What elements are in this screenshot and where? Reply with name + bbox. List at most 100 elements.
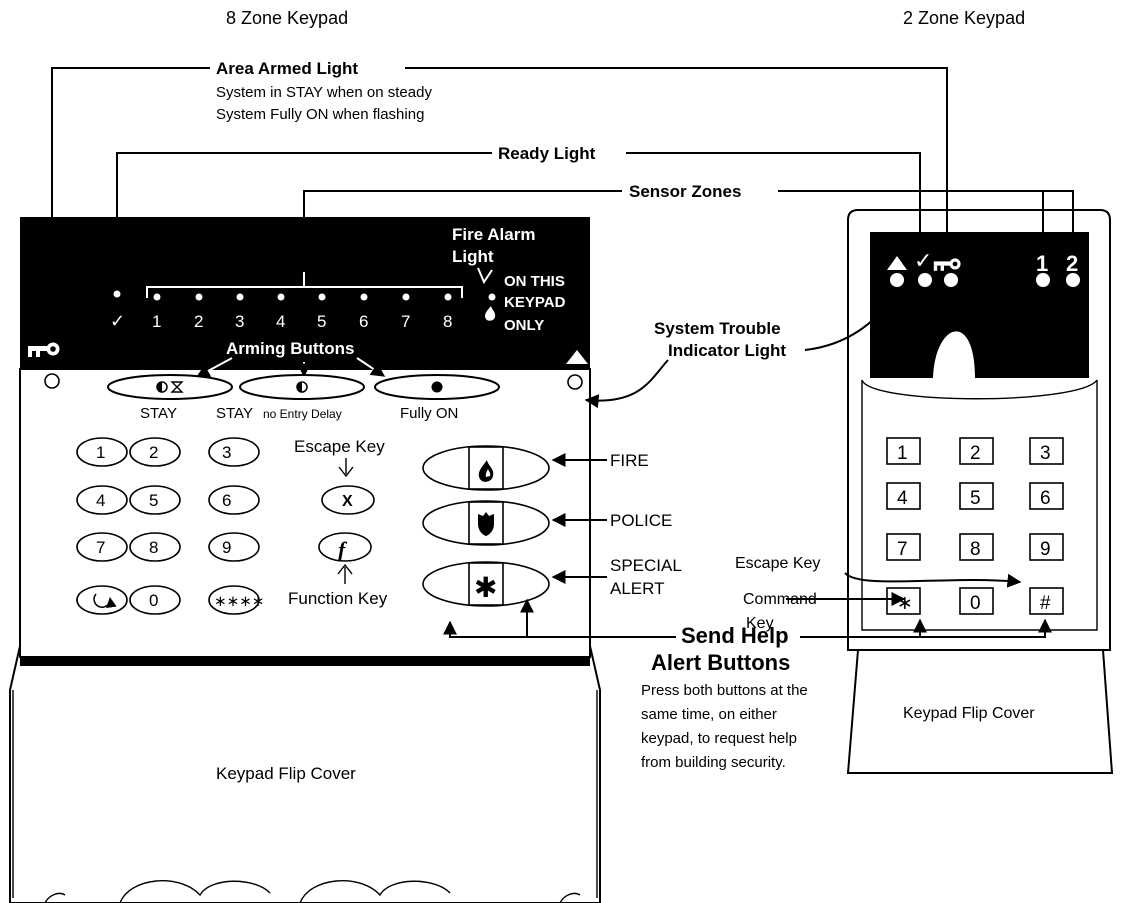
hourglass-icon — [170, 381, 184, 393]
key-digit: 4 — [96, 491, 105, 510]
command-key-label-1: Command — [743, 591, 817, 608]
right-key-5[interactable] — [959, 482, 994, 510]
right-key-label: 8 — [970, 539, 981, 560]
keypad-key-2[interactable] — [129, 437, 181, 467]
zone-number: 5 — [317, 312, 326, 331]
area-armed-line-1: System in STAY when on steady — [216, 84, 432, 101]
right-key-label: 1 — [897, 443, 908, 464]
keypad-key-0[interactable] — [129, 585, 181, 615]
area-armed-led — [44, 373, 60, 389]
right-keypad-title: 2 Zone Keypad — [903, 8, 1025, 28]
right-key-label: 5 — [970, 488, 981, 509]
right-key-3[interactable] — [1029, 437, 1064, 465]
send-help-title-1: Send Help — [681, 623, 789, 648]
right-key-hash[interactable] — [1029, 587, 1064, 615]
right-key-label: # — [1040, 593, 1051, 614]
fire-alarm-label-4: KEYPAD — [504, 294, 566, 311]
zone-number: 1 — [152, 312, 161, 331]
function-key-symbol: f — [338, 537, 348, 562]
keypad-key-9[interactable] — [208, 532, 260, 562]
recall-key[interactable] — [76, 585, 128, 615]
help-text-4: from building security. — [641, 754, 786, 771]
key-digit: 5 — [149, 491, 158, 510]
recall-icon — [93, 593, 117, 609]
zone-number: 6 — [359, 312, 368, 331]
right-key-9[interactable] — [1029, 533, 1064, 561]
zone-number: 4 — [276, 312, 285, 331]
function-key[interactable] — [318, 532, 372, 562]
right-escape-key-label: Escape Key — [735, 555, 820, 572]
area-armed-title: Area Armed Light — [216, 59, 358, 78]
trouble-led — [567, 374, 583, 390]
special-alert-symbol: ✱ — [474, 572, 497, 603]
right-ready-led — [918, 273, 932, 287]
keypad-key-1[interactable] — [76, 437, 128, 467]
left-flip-cover — [9, 645, 601, 903]
right-flip-cover — [846, 649, 1114, 774]
right-key-label: 2 — [970, 443, 981, 464]
left-keypad-hinge — [20, 656, 590, 666]
right-key-label: 0 — [970, 593, 981, 614]
stay-no-delay-label-b: no Entry Delay — [263, 407, 342, 421]
right-zone-2-led — [1066, 273, 1080, 287]
escape-key-label: Escape Key — [294, 437, 385, 456]
right-key-4[interactable] — [886, 482, 921, 510]
escape-key-symbol: X — [342, 493, 353, 510]
key-digit: 3 — [222, 443, 231, 462]
right-trouble-led — [890, 273, 904, 287]
key-digit: 6 — [222, 491, 231, 510]
keypad-key-4[interactable] — [76, 485, 128, 515]
code-key[interactable] — [208, 585, 260, 615]
ready-led — [113, 290, 121, 298]
right-ready-check-icon: ✓ — [914, 248, 932, 273]
right-key-label: ∗ — [897, 593, 913, 614]
zone-led — [402, 293, 410, 301]
keypad-key-7[interactable] — [76, 532, 128, 562]
arming-buttons-label: Arming Buttons — [226, 339, 354, 358]
right-trouble-triangle-icon — [887, 256, 907, 270]
stay-button[interactable] — [107, 374, 233, 400]
key-digit: 0 — [149, 591, 158, 610]
right-key-8[interactable] — [959, 533, 994, 561]
zone-number: 3 — [235, 312, 244, 331]
zone-led — [236, 293, 244, 301]
sensor-zones-title: Sensor Zones — [629, 182, 741, 201]
right-key-7[interactable] — [886, 533, 921, 561]
system-trouble-title-1: System Trouble — [654, 319, 781, 338]
send-help-title-2: Alert Buttons — [651, 650, 790, 675]
keypad-key-6[interactable] — [208, 485, 260, 515]
stay-no-delay-label-a: STAY — [216, 405, 253, 422]
left-flip-cover-label: Keypad Flip Cover — [216, 764, 356, 783]
right-key-label: 7 — [897, 539, 908, 560]
zone-led — [153, 293, 161, 301]
fire-alarm-arrow-icon — [477, 267, 493, 285]
zone-led — [318, 293, 326, 301]
zone-led — [195, 293, 203, 301]
right-key-label: 4 — [897, 488, 908, 509]
key-digit: 2 — [149, 443, 158, 462]
right-key-1[interactable] — [886, 437, 921, 465]
zone-number: 2 — [194, 312, 203, 331]
right-key-label: 6 — [1040, 488, 1051, 509]
keypad-key-5[interactable] — [129, 485, 181, 515]
escape-key[interactable] — [321, 485, 375, 515]
ready-light-title: Ready Light — [498, 144, 596, 163]
special-alert-label-2: ALERT — [610, 579, 665, 598]
right-key-2[interactable] — [959, 437, 994, 465]
key-digit: 8 — [149, 538, 158, 557]
right-key-0[interactable] — [959, 587, 994, 615]
keypad-key-8[interactable] — [129, 532, 181, 562]
keypad-key-3[interactable] — [208, 437, 260, 467]
fire-icon — [478, 460, 494, 482]
zone-led — [444, 293, 452, 301]
zone-led — [360, 293, 368, 301]
full-on-dot-icon — [431, 381, 443, 393]
trouble-triangle-icon — [566, 350, 588, 364]
area-armed-line-2: System Fully ON when flashing — [216, 106, 424, 123]
right-key-6[interactable] — [1029, 482, 1064, 510]
key-digit: 1 — [96, 443, 105, 462]
